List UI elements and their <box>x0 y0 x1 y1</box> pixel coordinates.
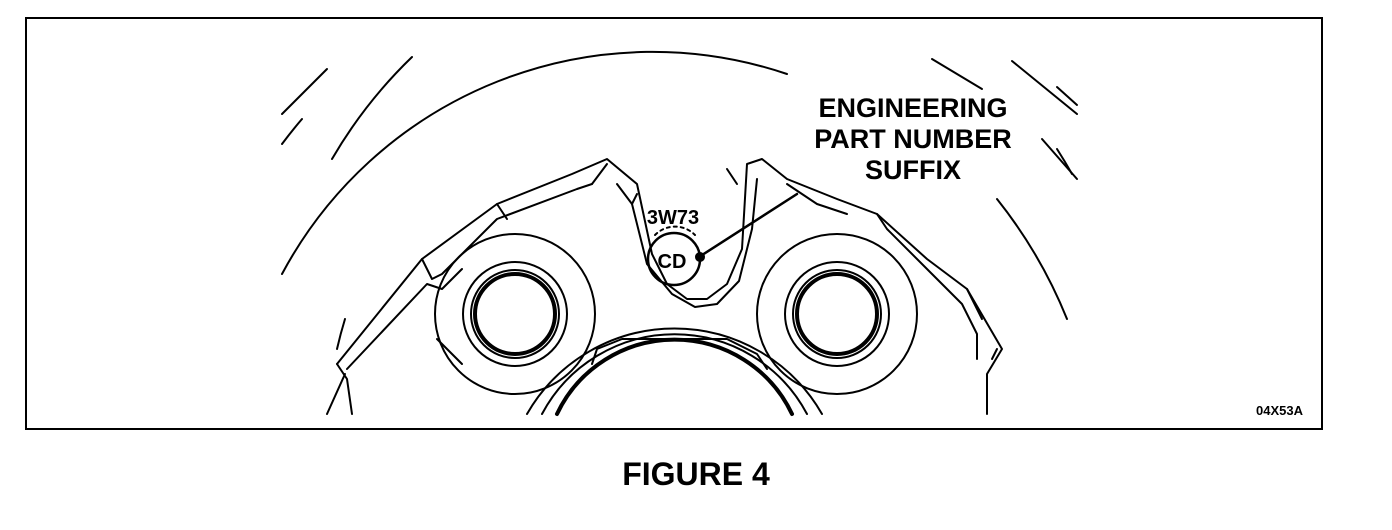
part-suffix-label: CD <box>658 251 687 273</box>
leader-dot <box>695 252 705 262</box>
cap-body <box>336 158 1003 415</box>
left-bolt-boss <box>434 233 596 395</box>
callout-label: ENGINEERING PART NUMBER SUFFIX <box>797 93 1029 186</box>
reference-code: 04X53A <box>1256 403 1303 418</box>
figure-caption: FIGURE 4 <box>622 456 770 492</box>
leader-line <box>695 192 799 262</box>
outer-arcs <box>281 50 1078 415</box>
bearing-cap-illustration: 3W73 CD <box>281 50 1078 416</box>
callout-line-2: PART NUMBER <box>814 124 1012 154</box>
bearing-bore <box>526 327 823 416</box>
right-bolt-boss <box>756 233 918 395</box>
part-number-label: 3W73 <box>647 207 699 229</box>
figure-frame: 3W73 CD ENGINEERING PART NUMBER SUFFIX 0… <box>25 17 1323 430</box>
callout-line-3: SUFFIX <box>864 155 961 185</box>
callout-line-1: ENGINEERING <box>818 93 1008 123</box>
